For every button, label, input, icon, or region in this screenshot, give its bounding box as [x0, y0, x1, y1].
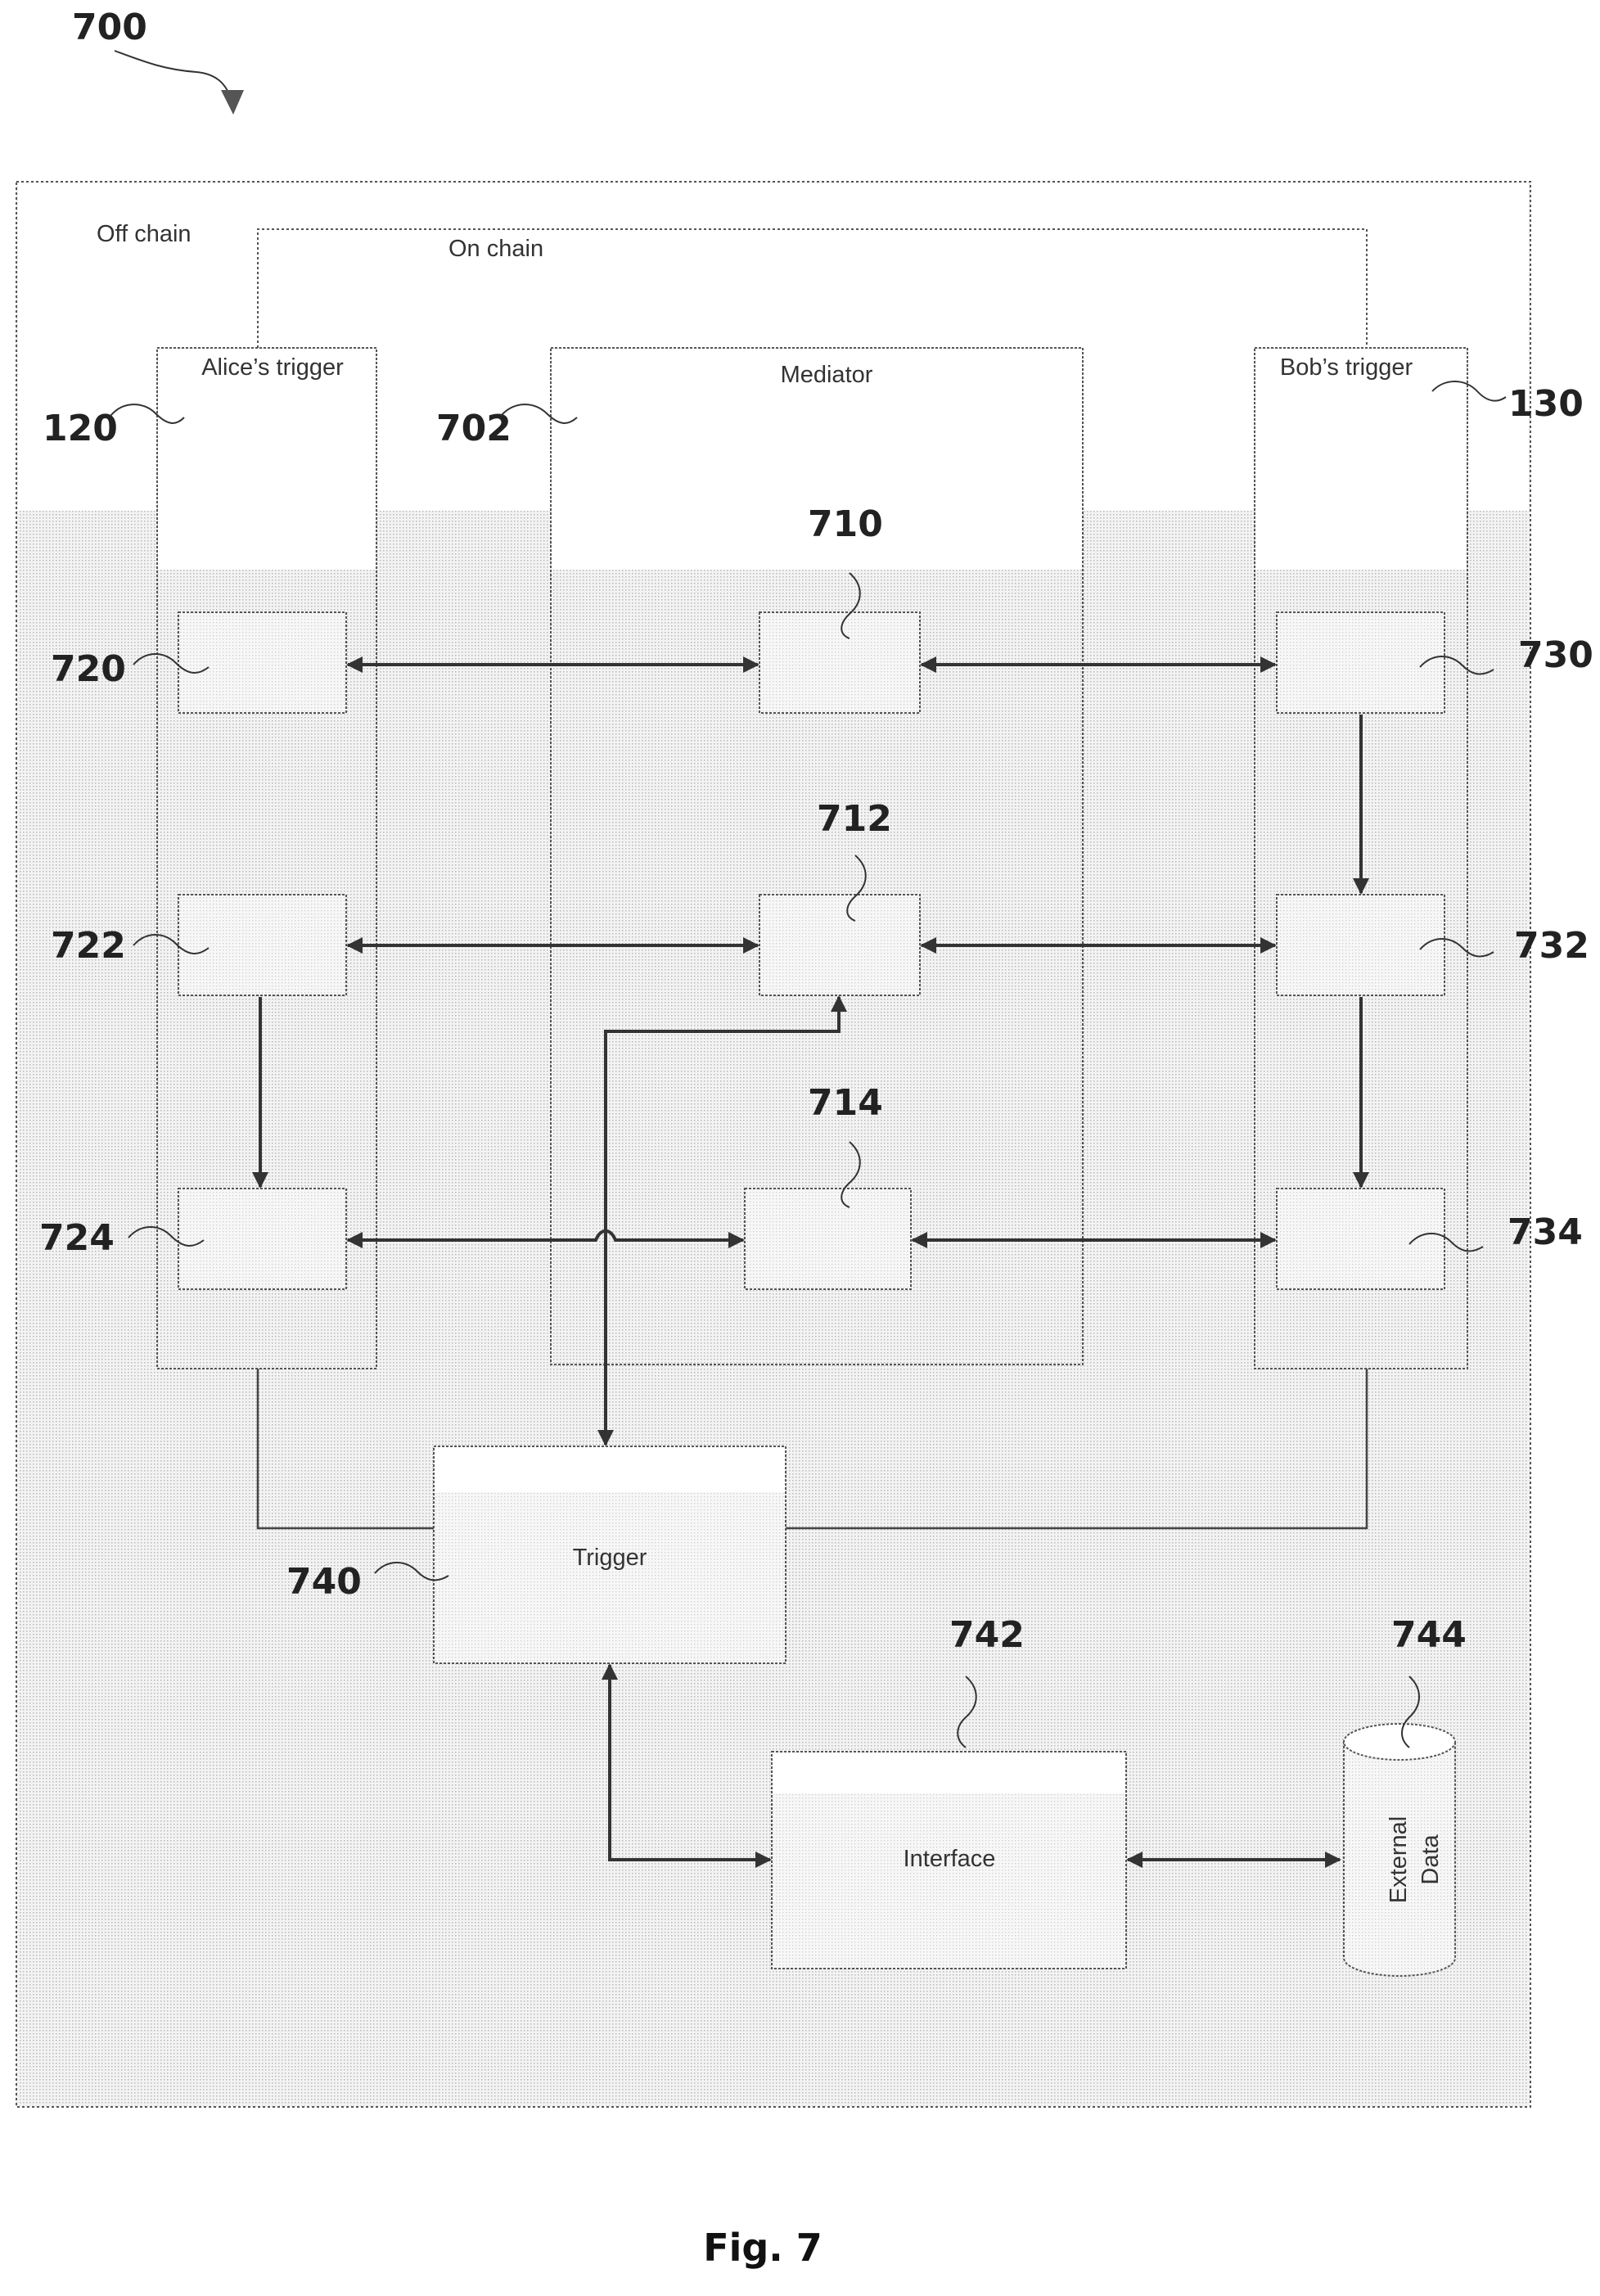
ref-734-label: 734	[1508, 1211, 1583, 1253]
external-data-label-line1: External	[1386, 1816, 1412, 1903]
alice-column-title: Alice’s trigger	[201, 354, 344, 381]
trigger-box-header-bg	[435, 1447, 785, 1492]
ref-130-label: 130	[1508, 383, 1584, 425]
off-chain-label: Off chain	[97, 221, 192, 247]
interface-box-header-bg	[773, 1752, 1125, 1793]
external-data-label-line2: Data	[1417, 1834, 1444, 1885]
bob-block-730	[1277, 612, 1445, 713]
ref-724-label: 724	[39, 1217, 115, 1259]
on-chain-label: On chain	[448, 236, 543, 262]
ref-700-label: 700	[72, 7, 147, 48]
ref-710-label: 710	[808, 503, 883, 545]
bob-block-734	[1277, 1189, 1445, 1289]
bob-block-732	[1277, 895, 1445, 995]
mediator-block-714	[745, 1189, 911, 1289]
interface-label: Interface	[904, 1846, 996, 1872]
alice-column-header-bg	[158, 349, 376, 570]
mediator-column-title: Mediator	[781, 362, 873, 388]
alice-block-722	[178, 895, 346, 995]
ref-730-label: 730	[1518, 634, 1593, 676]
ref-732-label: 732	[1514, 925, 1589, 967]
ref-740-label: 740	[286, 1561, 362, 1603]
alice-block-724	[178, 1189, 346, 1289]
bob-column-title: Bob’s trigger	[1280, 354, 1413, 381]
ref-744-label: 744	[1391, 1614, 1467, 1656]
ref-720-label: 720	[51, 648, 126, 690]
ref-714-label: 714	[808, 1082, 883, 1124]
ref-700-arrowhead	[221, 90, 244, 115]
ref-722-label: 722	[51, 925, 126, 967]
ref-742-label: 742	[949, 1614, 1025, 1656]
ref-702-label: 702	[436, 408, 512, 449]
ref-120-label: 120	[43, 408, 118, 449]
alice-block-720	[178, 612, 346, 713]
ref-712-label: 712	[817, 798, 892, 840]
mediator-block-712	[759, 895, 920, 995]
figure-caption: Fig. 7	[703, 2226, 823, 2270]
ref-700-squiggle	[115, 51, 231, 98]
trigger-label: Trigger	[573, 1545, 647, 1571]
bob-column-header-bg	[1255, 349, 1467, 570]
mediator-block-710	[759, 612, 920, 713]
